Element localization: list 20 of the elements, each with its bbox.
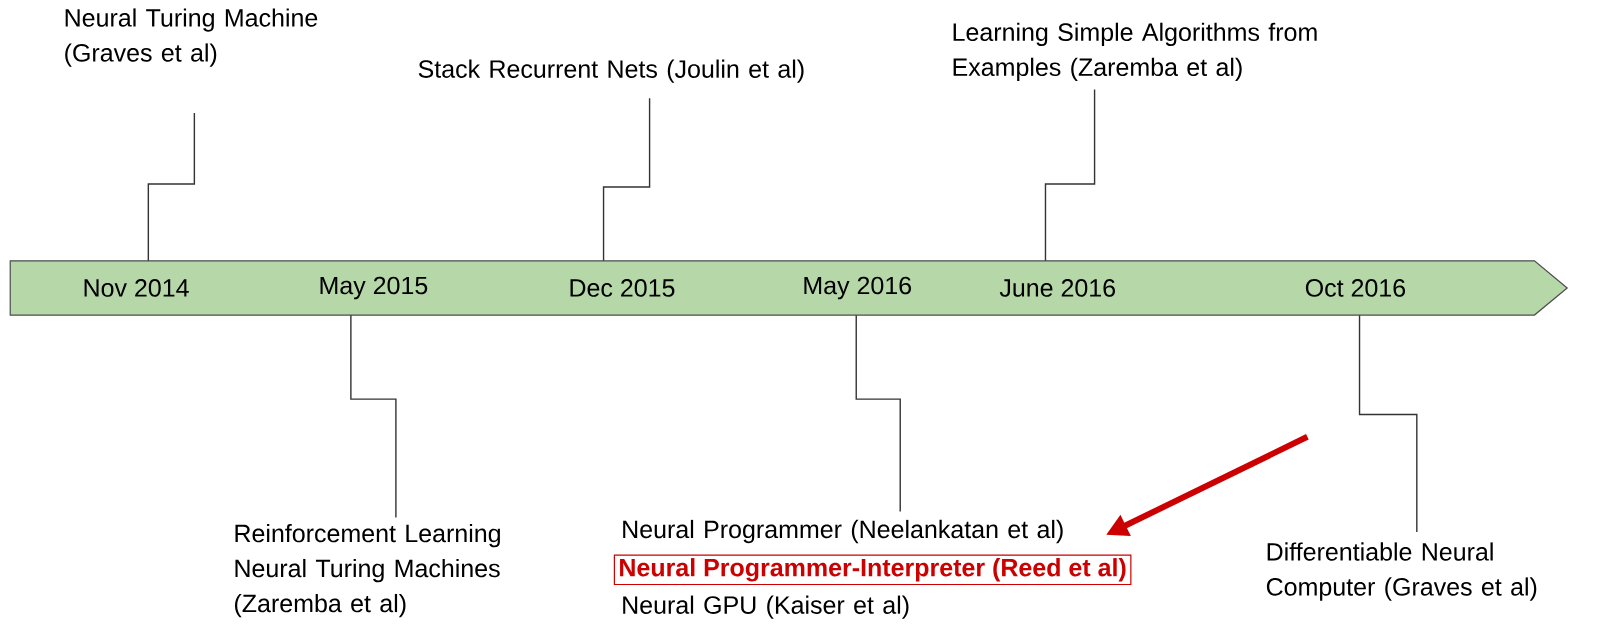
- highlighted-paper-label: Neural Programmer-Interpreter (Reed et al): [613, 554, 1132, 586]
- paper-label: Neural GPU (Kaiser et al): [623, 595, 909, 619]
- date-label: May 2015: [320, 276, 428, 300]
- leader-line: [147, 112, 196, 262]
- date-label: Nov 2014: [84, 279, 189, 297]
- paper-label: Differentiable Neural Computer (Graves et al): [1266, 542, 1537, 601]
- leader-line: [602, 97, 651, 262]
- leader-line: [855, 314, 901, 513]
- paper-label: Neural Turing Machine (Graves et al): [65, 8, 318, 67]
- leader-line: [1358, 314, 1418, 533]
- paper-label: Neural Programmer (Neelankatan et al): [623, 519, 1063, 544]
- leader-line: [1044, 88, 1096, 262]
- paper-label: Stack Recurrent Nets (Joulin et al): [418, 59, 804, 83]
- date-label: June 2016: [999, 279, 1115, 297]
- paper-label: Reinforcement Learning Neural Turing Machines (Zaremba et al): [235, 523, 500, 618]
- paper-label: Learning Simple Algorithms from Examples (Zaremba et al): [953, 22, 1317, 81]
- leader-line: [350, 314, 397, 519]
- date-label: May 2016: [804, 276, 911, 300]
- date-label: Dec 2015: [570, 279, 675, 297]
- date-label: Oct 2016: [1305, 279, 1406, 297]
